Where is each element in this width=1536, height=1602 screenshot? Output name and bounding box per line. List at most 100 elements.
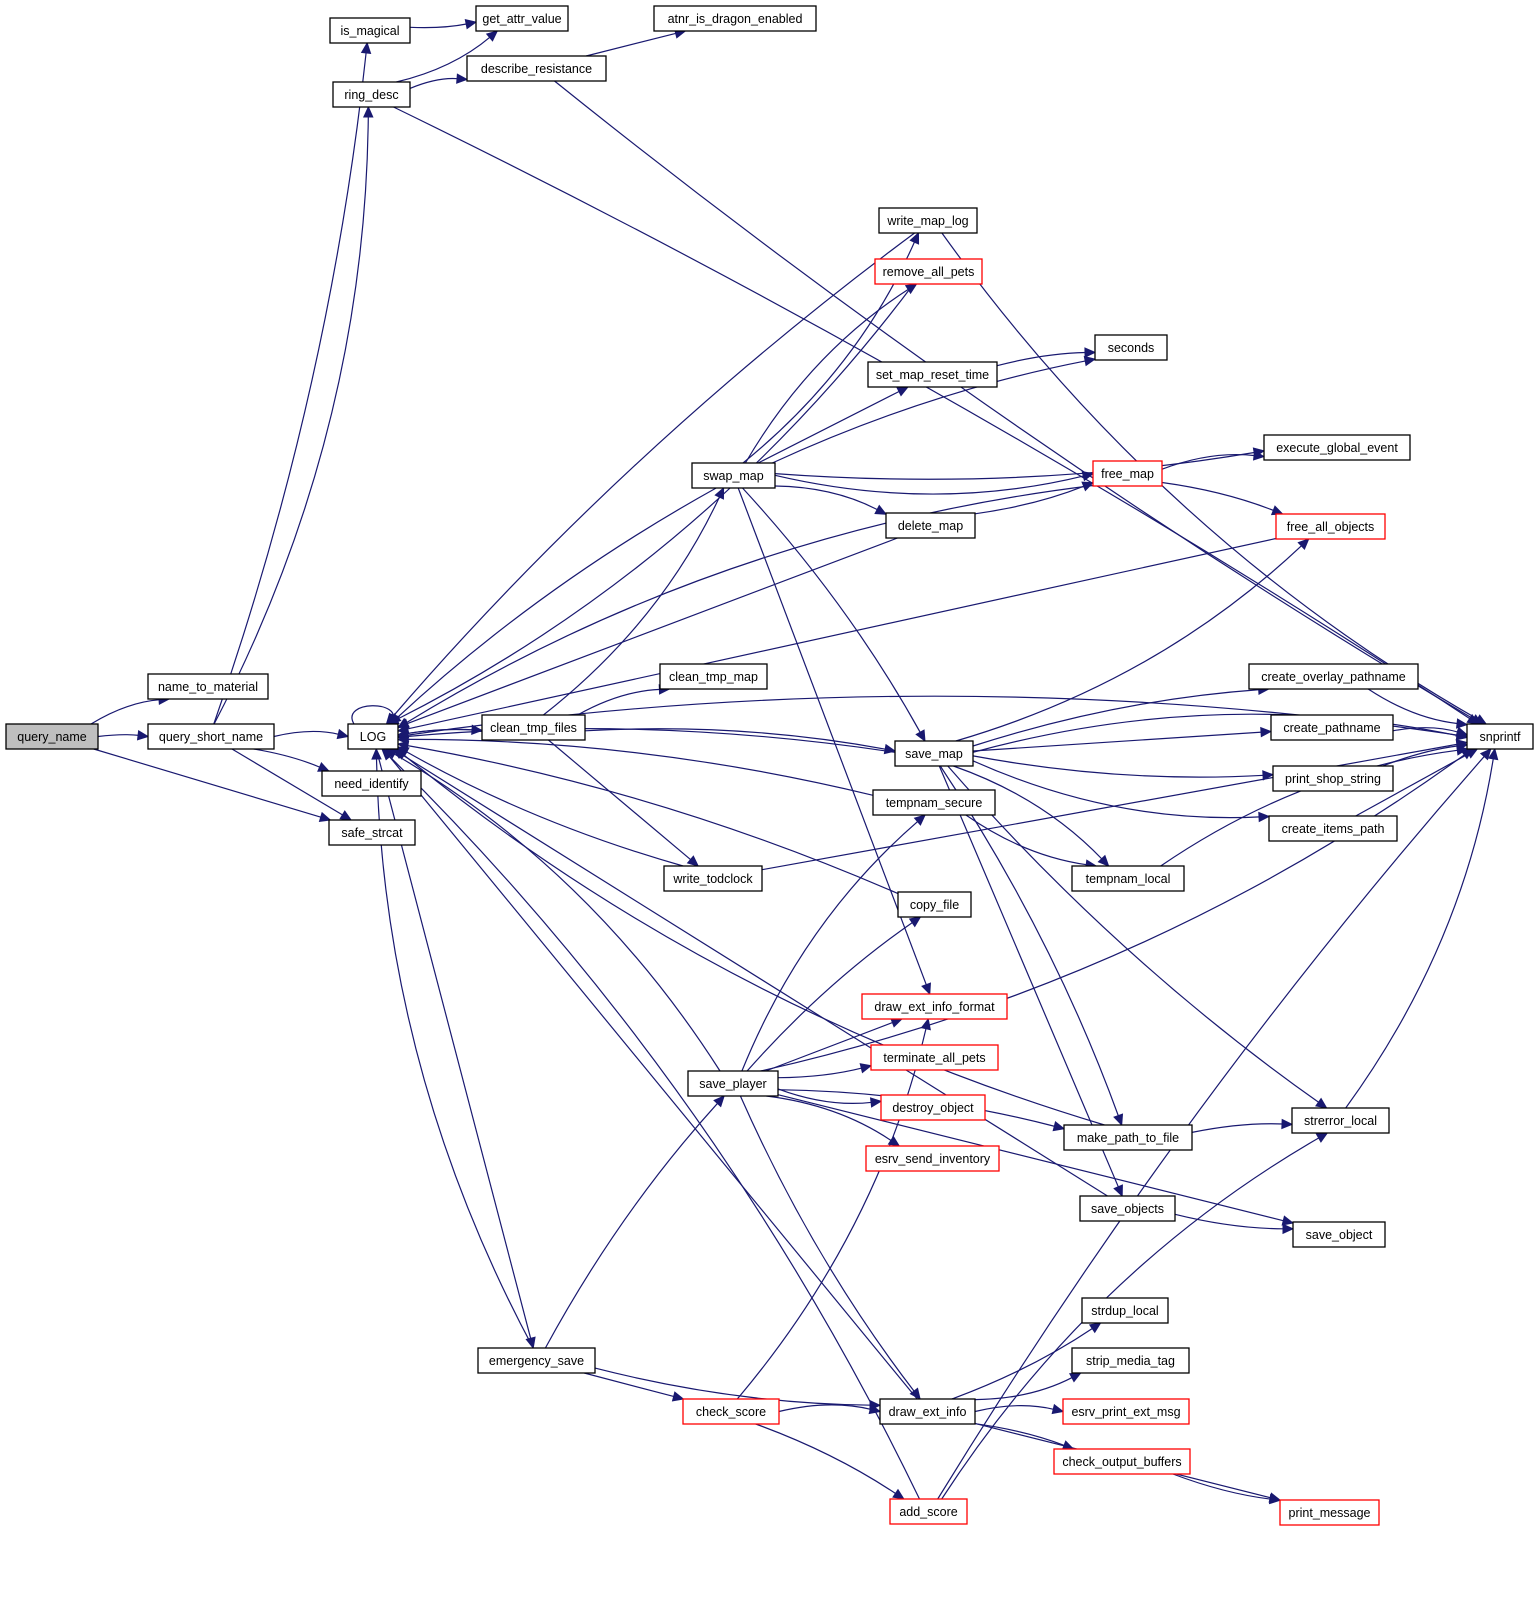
edge-tempnam_local-to-snprintf [1160,745,1469,867]
node-print-shop-string[interactable]: print_shop_string [1272,765,1394,792]
edge-line [406,728,483,735]
node-execute-global-event[interactable]: execute_global_event [1263,434,1411,461]
node-draw-ext-info-format[interactable]: draw_ext_info_format [861,993,1008,1020]
arrowhead-icon [1084,347,1097,358]
node-create-overlay-pathname[interactable]: create_overlay_pathname [1248,663,1419,690]
edge-line [406,537,1277,730]
edge-line [774,485,879,511]
node-need-identify[interactable]: need_identify [321,770,422,797]
node-write-todclock[interactable]: write_todclock [663,865,763,892]
edge-free_map-to-LOG [396,484,1094,729]
edge-line [766,1095,893,1142]
node-terminate-all-pets[interactable]: terminate_all_pets [870,1044,999,1071]
edge-ring_desc-to-snprintf [393,106,1480,725]
node-set-map-reset-time[interactable]: set_map_reset_time [867,361,998,388]
arrowhead-icon [887,1135,901,1147]
node-label: save_map [905,747,963,761]
node-label: need_identify [334,777,409,791]
node-write-map-log[interactable]: write_map_log [878,207,978,234]
node-add-score[interactable]: add_score [889,1498,968,1525]
node-get-attr-value[interactable]: get_attr_value [475,5,569,32]
edge-line [953,765,1103,860]
node-label: print_message [1289,1506,1371,1520]
node-free-map[interactable]: free_map [1092,460,1163,487]
node-make-path-to-file[interactable]: make_path_to_file [1063,1124,1193,1151]
arrowhead-icon [908,916,922,928]
node-tempnam-secure[interactable]: tempnam_secure [872,789,996,816]
node-label: atnr_is_dragon_enabled [668,12,803,26]
node-swap-map[interactable]: swap_map [691,462,776,489]
node-emergency-save[interactable]: emergency_save [477,1347,596,1374]
arrowhead-icon [381,748,394,761]
node-remove-all-pets[interactable]: remove_all_pets [874,258,983,285]
node-describe-resistance[interactable]: describe_resistance [466,55,607,82]
arrowhead-icon [1479,748,1492,761]
node-delete-map[interactable]: delete_map [885,512,976,539]
node-draw-ext-info[interactable]: draw_ext_info [879,1398,976,1425]
node-box [867,361,998,388]
node-label: esrv_send_inventory [875,1152,991,1166]
node-ring-desc[interactable]: ring_desc [332,81,411,108]
node-box [477,1347,596,1374]
arrowhead-icon [1051,1403,1065,1415]
node-LOG[interactable]: LOG [347,723,399,750]
node-create-items-path[interactable]: create_items_path [1268,815,1398,842]
node-name-to-material[interactable]: name_to_material [147,673,269,700]
edge-swap_map-to-execute_global_event [774,447,1266,480]
node-check-score[interactable]: check_score [682,1398,780,1425]
edge-line [974,1405,1055,1413]
node-esrv-send-inventory[interactable]: esrv_send_inventory [865,1145,1000,1172]
node-save-object[interactable]: save_object [1292,1221,1386,1248]
node-label: remove_all_pets [883,265,975,279]
node-clean-tmp-map[interactable]: clean_tmp_map [659,663,768,690]
node-label: swap_map [703,469,763,483]
node-seconds[interactable]: seconds [1094,334,1168,361]
node-tempnam-local[interactable]: tempnam_local [1071,865,1185,892]
edge-describe_resistance-to-snprintf [554,80,1484,725]
node-strip-media-tag[interactable]: strip_media_tag [1071,1347,1190,1374]
arrowhead-icon [1282,1223,1295,1235]
node-box [872,789,996,816]
node-label: emergency_save [489,1354,584,1368]
arrowhead-icon [1113,1184,1123,1198]
node-destroy-object[interactable]: destroy_object [880,1094,986,1121]
arrowhead-icon [360,41,372,55]
node-create-pathname[interactable]: create_pathname [1270,714,1394,741]
edge-line [742,487,922,734]
node-label: execute_global_event [1276,441,1398,455]
arrowhead-icon [1262,770,1275,781]
node-query-short-name[interactable]: query_short_name [147,723,275,750]
node-safe-strcat[interactable]: safe_strcat [328,819,416,846]
node-esrv-print-ext-msg[interactable]: esrv_print_ext_msg [1062,1398,1190,1425]
node-copy-file[interactable]: copy_file [897,891,972,918]
node-box [1270,714,1394,741]
node-save-objects[interactable]: save_objects [1079,1195,1176,1222]
node-clean-tmp-files[interactable]: clean_tmp_files [481,714,586,741]
arrowhead-icon [1455,718,1469,729]
node-free-all-objects[interactable]: free_all_objects [1275,513,1386,540]
node-is-magical[interactable]: is_magical [329,17,411,44]
node-query-name[interactable]: query_name [5,723,99,750]
edge-line [965,814,1088,866]
edge-line [409,23,468,29]
node-box [1279,1499,1380,1526]
node-snprintf[interactable]: snprintf [1466,723,1534,750]
node-check-output-buffers[interactable]: check_output_buffers [1053,1448,1191,1475]
arrowhead-icon [1113,1113,1124,1127]
node-save-map[interactable]: save_map [894,740,974,767]
node-strdup-local[interactable]: strdup_local [1081,1297,1169,1324]
edge-clean_tmp_files-to-write_todclock [548,739,700,867]
edge-line [1367,688,1459,725]
edge-query_name-to-query_short_name [97,730,150,741]
node-save-player[interactable]: save_player [687,1070,779,1097]
node-atnr-is-dragon-enabled[interactable]: atnr_is_dragon_enabled [653,5,817,32]
edge-save_map-to-strerror_local [947,765,1328,1109]
node-strerror-local[interactable]: strerror_local [1291,1107,1390,1134]
edge-line [1161,453,1256,470]
node-print-message[interactable]: print_message [1279,1499,1380,1526]
node-label: clean_tmp_files [490,721,577,735]
edge-line [554,80,1475,720]
node-label: write_map_log [886,214,968,228]
arrowhead-icon [1297,538,1310,551]
